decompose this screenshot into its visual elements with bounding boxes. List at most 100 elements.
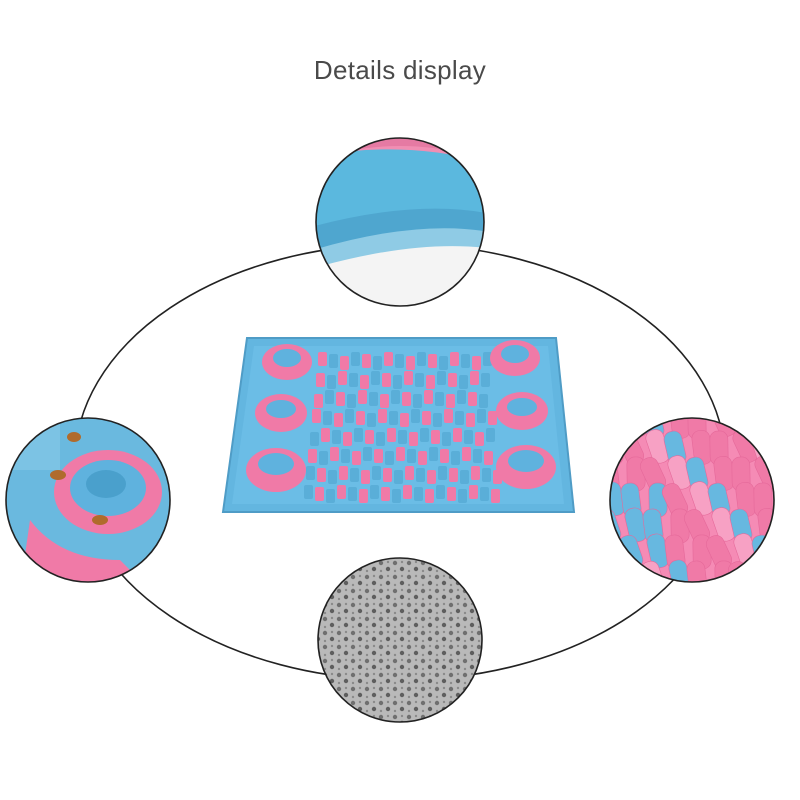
fleece-strip	[378, 409, 387, 423]
fleece-strip	[417, 352, 426, 366]
page-title: Details display	[313, 55, 487, 85]
fleece-strip-closeup	[779, 533, 800, 569]
fleece-strip-closeup	[603, 585, 625, 621]
fleece-strip	[334, 413, 343, 427]
snuffle-mat	[221, 337, 576, 513]
fleece-strip	[354, 428, 363, 442]
non-slip-bottom-detail	[317, 557, 483, 723]
fleece-strip	[395, 354, 404, 368]
fleece-strip	[448, 373, 457, 387]
fleece-strip-closeup	[708, 586, 730, 622]
fleece-strip	[337, 485, 346, 499]
fleece-strip	[413, 394, 422, 408]
fleece-strip-closeup	[737, 587, 756, 621]
fleece-strip	[484, 451, 493, 465]
fleece-strip	[457, 390, 466, 404]
fleece-strip	[403, 485, 412, 499]
fleece-strip	[323, 411, 332, 425]
fleece-strip	[491, 489, 500, 503]
fleece-strip	[341, 449, 350, 463]
fleece-strip	[318, 352, 327, 366]
fleece-strip-closeup	[610, 418, 623, 439]
fleece-strip-closeup	[774, 479, 800, 517]
fleece-strip	[316, 373, 325, 387]
fleece-strip	[360, 375, 369, 389]
cup-mid-right	[496, 392, 548, 430]
fleece-strip	[362, 354, 371, 368]
fleece-strip	[392, 489, 401, 503]
fleece-strip	[437, 371, 446, 385]
fleece-strip	[352, 451, 361, 465]
fleece-strip	[405, 466, 414, 480]
fleece-strip	[345, 409, 354, 423]
fleece-strip	[406, 356, 415, 370]
fleece-strip	[330, 447, 339, 461]
fleece-strip	[387, 428, 396, 442]
fleece-strip	[433, 413, 442, 427]
fleece-strip	[451, 451, 460, 465]
fleece-strip	[453, 428, 462, 442]
fleece-strip	[480, 487, 489, 501]
fleece-strip	[370, 485, 379, 499]
cup-bottom-left	[246, 448, 306, 492]
fleece-strip	[328, 470, 337, 484]
fleece-strip	[343, 432, 352, 446]
fleece-strip	[428, 354, 437, 368]
fleece-strip	[426, 375, 435, 389]
fleece-strip	[438, 466, 447, 480]
cup-top-left	[262, 344, 312, 380]
fleece-strip	[372, 466, 381, 480]
fleece-strip	[439, 356, 448, 370]
fleece-strip	[416, 468, 425, 482]
cup-mid-left	[255, 394, 307, 432]
fleece-strip	[414, 487, 423, 501]
fleece-strip	[424, 390, 433, 404]
fleece-strip	[308, 449, 317, 463]
fleece-strip	[435, 392, 444, 406]
fleece-strip	[369, 392, 378, 406]
fleece-strip	[310, 432, 319, 446]
fleece-strip	[380, 394, 389, 408]
fleece-strip-closeup	[755, 559, 774, 582]
fleece-strip	[381, 487, 390, 501]
fleece-strip	[374, 449, 383, 463]
fleece-strip	[477, 409, 486, 423]
fleece-strip-closeup	[661, 585, 689, 623]
food-cup-detail	[5, 417, 171, 583]
fleece-strip	[460, 470, 469, 484]
fleece-strip	[458, 489, 467, 503]
cup-top-right	[490, 340, 540, 376]
fleece-strip	[325, 390, 334, 404]
fleece-strip	[393, 375, 402, 389]
fleece-strip	[462, 447, 471, 461]
fleece-strip	[442, 432, 451, 446]
fleece-strip	[359, 489, 368, 503]
fleece-strip-closeup	[756, 418, 774, 439]
fleece-strip	[389, 411, 398, 425]
fleece-strip	[425, 489, 434, 503]
fleece-strip	[396, 447, 405, 461]
fleece-strip	[427, 470, 436, 484]
fleece-strip	[464, 430, 473, 444]
fleece-strip	[358, 390, 367, 404]
fleece-strip	[338, 371, 347, 385]
fleece-strip	[449, 468, 458, 482]
fleece-strip	[468, 392, 477, 406]
fleece-strip	[418, 451, 427, 465]
fleece-strip	[473, 449, 482, 463]
fleece-strip-closeup	[623, 418, 648, 438]
fleece-strip	[482, 468, 491, 482]
fleece-strip	[384, 352, 393, 366]
fleece-strip-closeup	[642, 583, 673, 621]
fleece-strip	[471, 466, 480, 480]
fleece-strip	[461, 354, 470, 368]
fleece-strip	[373, 356, 382, 370]
fleece-strip	[329, 354, 338, 368]
fleece-strip	[488, 411, 497, 425]
fleece-strip	[450, 352, 459, 366]
fleece-strip	[332, 430, 341, 444]
fleece-strip	[371, 371, 380, 385]
fleece-strip	[339, 466, 348, 480]
fleece-strip	[306, 466, 315, 480]
fleece-strip	[327, 375, 336, 389]
